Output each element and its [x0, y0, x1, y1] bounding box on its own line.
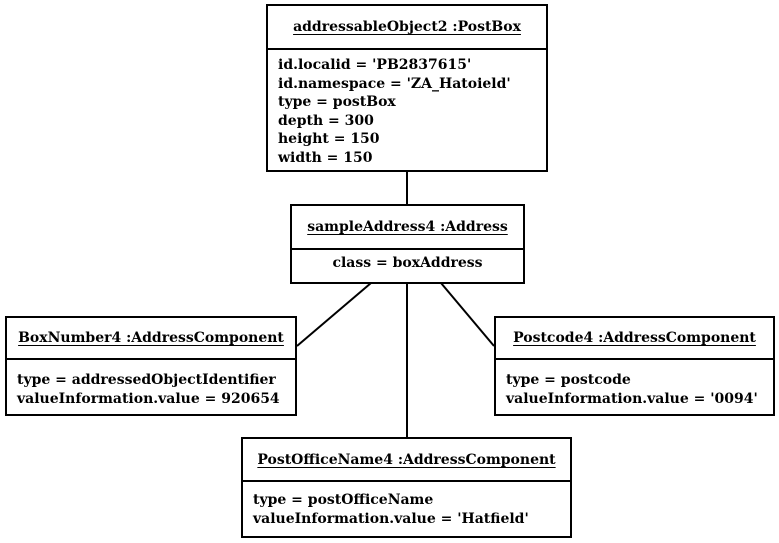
object-header: Postcode4 :AddressComponent — [496, 318, 773, 360]
attribute: type = postOfficeName — [253, 492, 434, 508]
attribute: type = postcode — [506, 372, 631, 388]
object-header: sampleAddress4 :Address — [292, 206, 523, 250]
object-title: Postcode4 :AddressComponent — [513, 330, 756, 346]
boxnumber-object: BoxNumber4 :AddressComponent type = addr… — [5, 316, 297, 416]
attribute: valueInformation.value = '0094' — [506, 390, 758, 407]
postofficename-object: PostOfficeName4 :AddressComponent type =… — [241, 437, 572, 538]
object-header: PostOfficeName4 :AddressComponent — [243, 439, 570, 482]
attribute: id.namespace = 'ZA_Hatoield' — [278, 75, 511, 92]
attribute-list: type = postcode valueInformation.value =… — [496, 360, 773, 408]
attribute: valueInformation.value = 'Hatfield' — [253, 510, 529, 527]
postbox-object: addressableObject2 :PostBox id.localid =… — [266, 4, 548, 172]
object-header: BoxNumber4 :AddressComponent — [7, 318, 295, 360]
attribute-list: type = postOfficeName valueInformation.v… — [243, 482, 570, 528]
object-title: sampleAddress4 :Address — [307, 219, 508, 235]
attribute: type = addressedObjectIdentifier — [17, 372, 276, 388]
attribute: type = postBox — [278, 94, 396, 110]
link-address-postcode — [440, 282, 495, 347]
attribute: height = 150 — [278, 131, 380, 147]
attribute: depth = 300 — [278, 112, 374, 129]
object-title: addressableObject2 :PostBox — [293, 19, 521, 35]
attribute: id.localid = 'PB2837615' — [278, 57, 472, 73]
object-header: addressableObject2 :PostBox — [268, 6, 546, 50]
link-address-boxnumber — [296, 282, 372, 347]
attribute-list: class = boxAddress — [292, 250, 523, 273]
attribute-list: type = addressedObjectIdentifier valueIn… — [7, 360, 295, 408]
attribute-list: id.localid = 'PB2837615' id.namespace = … — [268, 50, 546, 167]
attribute: class = boxAddress — [332, 255, 483, 271]
object-title: PostOfficeName4 :AddressComponent — [257, 451, 556, 468]
address-object: sampleAddress4 :Address class = boxAddre… — [290, 204, 525, 284]
postcode-object: Postcode4 :AddressComponent type = postc… — [494, 316, 775, 416]
attribute: width = 150 — [278, 149, 373, 166]
object-title: BoxNumber4 :AddressComponent — [18, 330, 284, 346]
attribute: valueInformation.value = 920654 — [17, 390, 280, 407]
